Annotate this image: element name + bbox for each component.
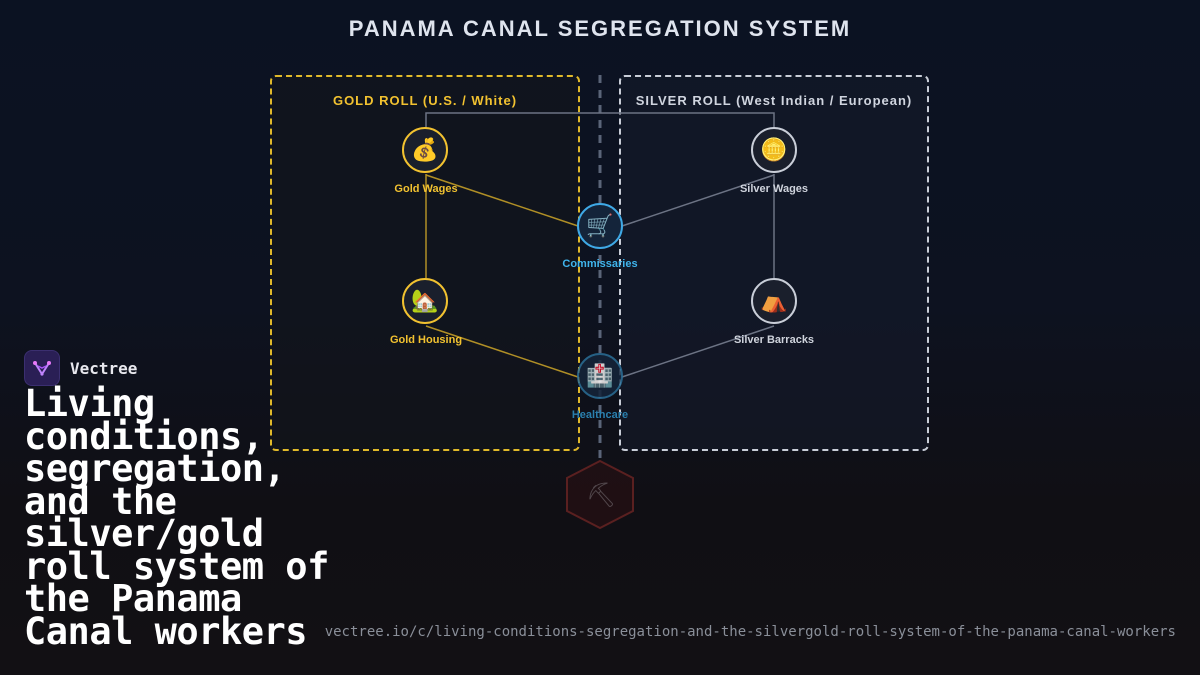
brand-name: Vectree xyxy=(70,358,138,378)
diagram-title: PANAMA CANAL SEGREGATION SYSTEM xyxy=(348,16,852,41)
gold-roll-label: GOLD ROLL (U.S. / White) xyxy=(332,93,518,108)
gold-housing-label: Gold Housing xyxy=(389,334,463,346)
edge-wages-bracket xyxy=(425,112,775,150)
gold-housing-node[interactable]: 🏡 xyxy=(402,278,448,324)
silver-roll-label: SILVER ROLL (West Indian / European) xyxy=(635,93,913,108)
hospital-icon: 🏥 xyxy=(586,363,614,388)
faded-hexagon xyxy=(566,459,634,530)
vectree-logo-icon xyxy=(24,350,60,386)
silver-barracks-node[interactable]: ⛺ xyxy=(751,278,797,324)
commissaries-label: Commissaries xyxy=(562,258,638,270)
gold-wages-label: Gold Wages xyxy=(394,183,458,195)
silver-barracks-label: Silver Barracks xyxy=(733,334,815,346)
healthcare-node[interactable]: 🏥 xyxy=(577,353,623,399)
tent-icon: ⛺ xyxy=(760,288,788,313)
headline: Living conditions, segregation, and the … xyxy=(24,382,329,653)
money-bag-icon: 💰 xyxy=(411,137,439,162)
edge-gold-wages-commissaries xyxy=(425,174,579,227)
shopping-cart-icon: 🛒 xyxy=(586,213,614,238)
healthcare-label: Healthcare xyxy=(571,409,629,421)
silver-wages-node[interactable]: 🪙 xyxy=(751,127,797,173)
page-url[interactable]: vectree.io/c/living-conditions-segregati… xyxy=(324,624,1176,640)
silver-wages-label: Silver Wages xyxy=(739,183,809,195)
gold-wages-node[interactable]: 💰 xyxy=(402,127,448,173)
pickaxe-icon: ⛏ xyxy=(586,482,617,509)
coin-icon: 🪙 xyxy=(760,137,788,162)
brand: Vectree xyxy=(24,350,137,386)
edge-gold-housing-healthcare xyxy=(425,325,579,378)
commissaries-node[interactable]: 🛒 xyxy=(577,203,623,249)
edge-silver-barracks-healthcare xyxy=(621,325,775,378)
edge-silver-wages-commissaries xyxy=(621,174,775,227)
house-icon: 🏡 xyxy=(411,288,439,313)
